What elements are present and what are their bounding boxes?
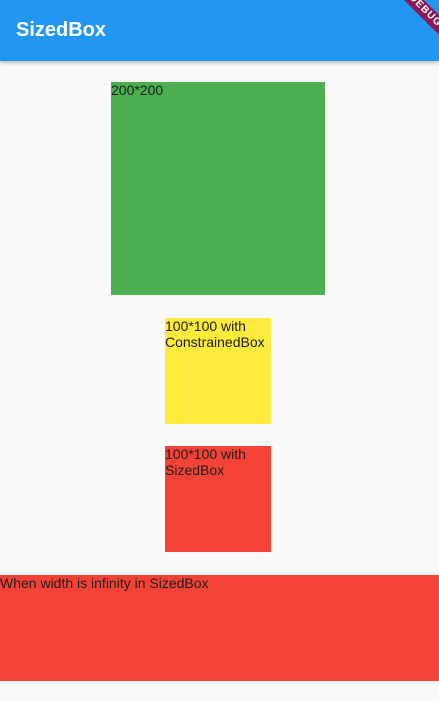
sized-box-200-label: 200*200 bbox=[111, 82, 164, 98]
constrained-box-100-label: 100*100 with ConstrainedBox bbox=[165, 318, 265, 350]
app-bar: SizedBox DEBUG bbox=[0, 0, 439, 61]
debug-banner: DEBUG bbox=[379, 0, 439, 60]
app-bar-title: SizedBox bbox=[16, 19, 107, 41]
constrained-box-100: 100*100 with ConstrainedBox bbox=[165, 318, 271, 424]
infinite-width-sized-box-label: When width is infinity in SizedBox bbox=[0, 575, 209, 591]
infinite-width-sized-box: When width is infinity in SizedBox bbox=[0, 575, 439, 681]
sized-box-200: 200*200 bbox=[111, 82, 325, 295]
sized-box-100: 100*100 with SizedBox bbox=[165, 446, 271, 552]
debug-ribbon-label: DEBUG bbox=[391, 0, 439, 45]
sized-box-100-label: 100*100 with SizedBox bbox=[165, 446, 246, 478]
